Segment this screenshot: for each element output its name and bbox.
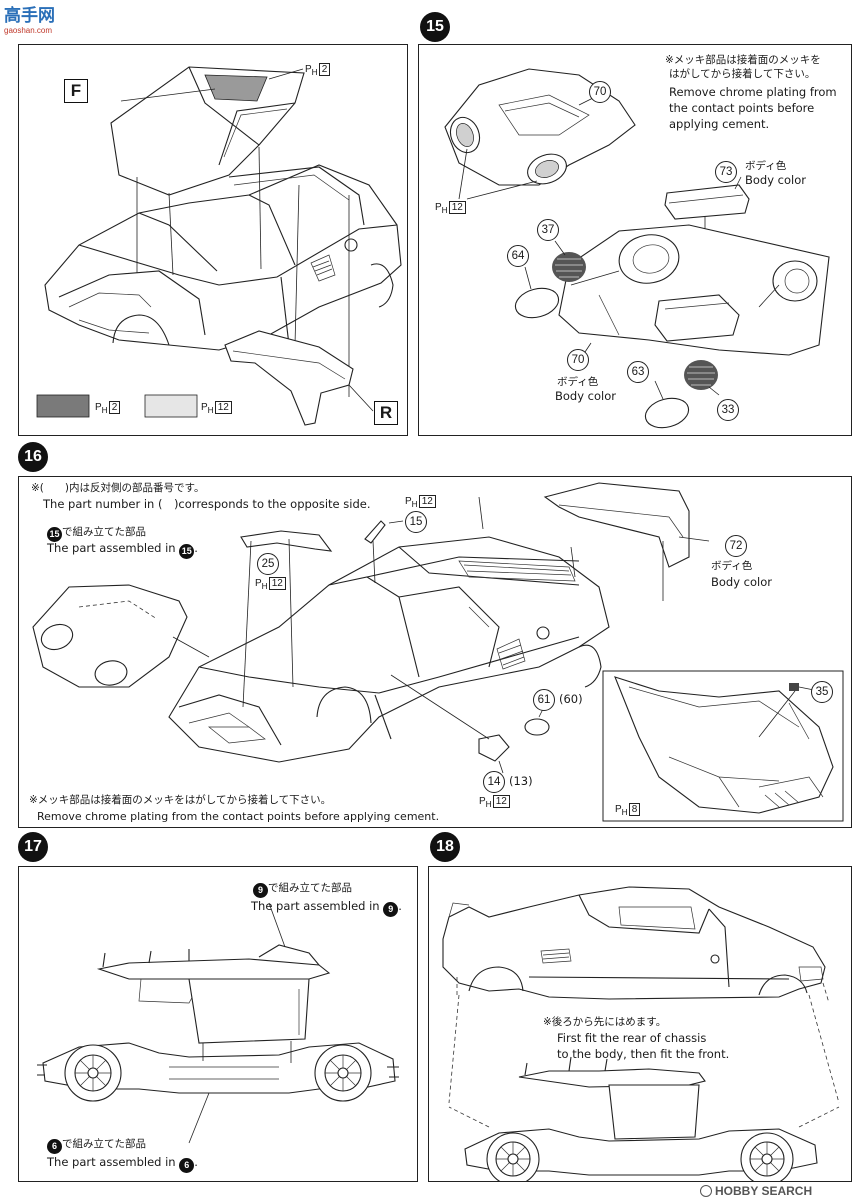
step18-number: 18 <box>430 832 460 862</box>
part-72: 72 <box>725 535 747 557</box>
step16-note-en: The part number in ( )corresponds to the… <box>43 497 371 511</box>
part-73-color-en: Body color <box>745 173 807 187</box>
step15-number: 15 <box>420 12 450 42</box>
step-ref-15-icon: 15 <box>47 527 62 542</box>
hobby-search-icon <box>700 1185 712 1197</box>
watermark-sub: gaoshan.com <box>4 26 53 35</box>
step17-illustration <box>37 902 399 1144</box>
step-ref-6-icon: 6 <box>47 1139 62 1154</box>
step18-panel: ※後ろから先にはめます。 First fit the rear of chass… <box>428 866 852 1182</box>
part-15: 15 <box>405 511 427 533</box>
step18-illustration <box>442 886 840 1181</box>
step16-illustration <box>32 482 844 822</box>
watermark-logo: 高手网 gaoshan.com <box>4 6 74 38</box>
hobby-search-watermark: HOBBY SEARCH <box>700 1184 812 1198</box>
part-70-color-en: Body color <box>555 389 617 403</box>
part-73-color-jp: ボディ色 <box>745 160 787 172</box>
step15-note-jp: ※メッキ部品は接着面のメッキを <box>665 54 821 66</box>
part-70-upper: 70 <box>589 81 611 103</box>
step15-note-en2: the contact points before <box>669 101 815 115</box>
step16-chrome-jp: ※メッキ部品は接着面のメッキをはがしてから接着して下さい。 <box>29 794 332 806</box>
rear-label: R <box>374 401 398 425</box>
step-ref-9-icon-2: 9 <box>383 902 399 917</box>
step15-illustration <box>444 68 830 429</box>
step18-note-en2: to the body, then fit the front. <box>557 1047 730 1061</box>
part-60-paren: (60) <box>559 692 583 706</box>
part-64: 64 <box>507 245 529 267</box>
step17-number: 17 <box>18 832 48 862</box>
step18-note-jp: ※後ろから先にはめます。 <box>543 1016 667 1028</box>
step17-top-en: The part assembled in 9. <box>251 899 402 917</box>
part-70-color-jp: ボディ色 <box>557 376 599 388</box>
part-61: 61 <box>533 689 555 711</box>
part-14: 14 <box>483 771 505 793</box>
step16-assembled-en: The part assembled in 15. <box>47 541 198 559</box>
part-72-color-jp: ボディ色 <box>711 560 753 572</box>
step17-bottom-en: The part assembled in 6. <box>47 1155 198 1173</box>
part-25: 25 <box>257 553 279 575</box>
step-ref-9-icon: 9 <box>253 883 268 898</box>
part-70-lower: 70 <box>567 349 589 371</box>
step18-note-en1: First fit the rear of chassis <box>557 1031 707 1045</box>
part-72-color-en: Body color <box>711 575 773 589</box>
part-33: 33 <box>717 399 739 421</box>
step-ref-6-icon-2: 6 <box>179 1158 195 1173</box>
part-63: 63 <box>627 361 649 383</box>
step16-chrome-en: Remove chrome plating from the contact p… <box>37 810 440 823</box>
step15-panel: ※メッキ部品は接着面のメッキを はがしてから接着して下さい。 Remove ch… <box>418 44 852 436</box>
step16-number: 16 <box>18 442 48 472</box>
watermark-title: 高手网 <box>4 6 55 26</box>
step15-note-en1: Remove chrome plating from <box>669 85 837 99</box>
part-35: 35 <box>811 681 833 703</box>
part-37: 37 <box>537 219 559 241</box>
part-73: 73 <box>715 161 737 183</box>
step15-note-en3: applying cement. <box>669 117 770 131</box>
step15-note-jp2: はがしてから接着して下さい。 <box>669 68 816 80</box>
part-13-paren: (13) <box>509 774 533 788</box>
step16-note-jp: ※( )内は反対側の部品番号です。 <box>31 482 205 494</box>
step-ref-15-icon-2: 15 <box>179 544 195 559</box>
step14-illustration <box>36 66 402 426</box>
front-label: F <box>64 79 88 103</box>
step16-panel: ※( )内は反対側の部品番号です。 The part number in ( )… <box>18 476 852 828</box>
